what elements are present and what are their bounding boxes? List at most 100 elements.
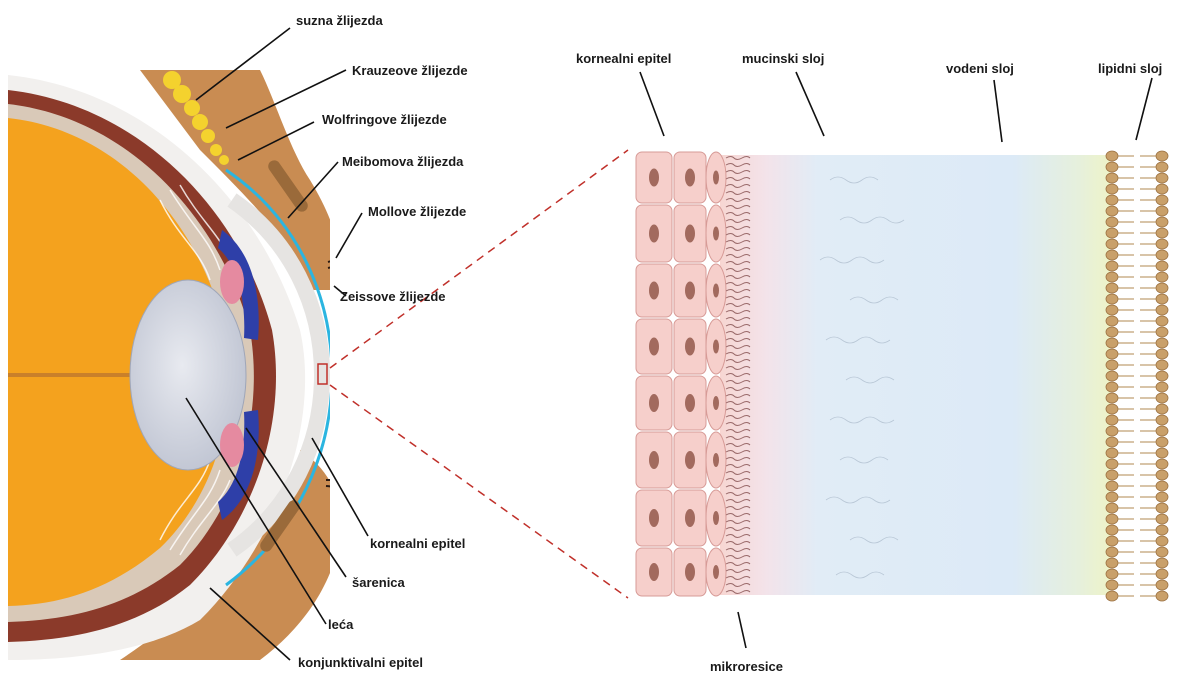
lipid-head — [1106, 459, 1118, 469]
lipid-head — [1156, 525, 1168, 535]
lipid-head — [1106, 426, 1118, 436]
lipid-head — [1156, 481, 1168, 491]
lipid-head — [1106, 470, 1118, 480]
lipid-head — [1156, 415, 1168, 425]
lipid-head — [1156, 360, 1168, 370]
cell-nucleus — [685, 451, 695, 469]
lipid-head — [1156, 173, 1168, 183]
lipid-head — [1106, 195, 1118, 205]
cell-nucleus — [713, 284, 719, 298]
lipid-head — [1106, 151, 1118, 161]
lipid-layer — [1106, 151, 1168, 601]
label-vodeni-sloj: vodeni sloj — [946, 62, 1014, 75]
lipid-head — [1106, 569, 1118, 579]
lipid-head — [1156, 151, 1168, 161]
cell-nucleus — [713, 396, 719, 410]
cell-nucleus — [713, 511, 719, 525]
tear-film-detail — [636, 151, 1168, 601]
lipid-head — [1156, 371, 1168, 381]
lipid-head — [1106, 283, 1118, 293]
cell-nucleus — [685, 563, 695, 581]
cell-nucleus — [649, 169, 659, 187]
label-meibomova-zlijezda: Meibomova žlijezda — [342, 155, 463, 168]
label-zeissove-zlijezde: Zeissove žlijezde — [340, 290, 446, 303]
lipid-head — [1156, 305, 1168, 315]
lipid-head — [1156, 514, 1168, 524]
zoom-guide-top — [330, 150, 628, 368]
label-mikroresice: mikroresice — [710, 660, 783, 673]
lipid-head — [1106, 525, 1118, 535]
cell-nucleus — [685, 394, 695, 412]
lipid-head — [1106, 382, 1118, 392]
lipid-head — [1156, 250, 1168, 260]
ciliary-body-bottom — [220, 423, 244, 467]
lipid-head — [1106, 547, 1118, 557]
cell-nucleus — [713, 453, 719, 467]
lipid-head — [1106, 250, 1118, 260]
lipid-head — [1106, 536, 1118, 546]
label-mucinski-sloj: mucinski sloj — [742, 52, 824, 65]
lipid-head — [1106, 173, 1118, 183]
cell-nucleus — [685, 338, 695, 356]
lipid-head — [1106, 371, 1118, 381]
cell-nucleus — [649, 338, 659, 356]
cell-nucleus — [713, 171, 719, 185]
lipid-head — [1106, 162, 1118, 172]
tear-film-layers — [720, 155, 1110, 595]
lipid-head — [1106, 360, 1118, 370]
cell-nucleus — [685, 225, 695, 243]
lipid-head — [1106, 272, 1118, 282]
lipid-head — [1106, 580, 1118, 590]
lipid-head — [1156, 349, 1168, 359]
lipid-head — [1106, 294, 1118, 304]
lipid-head — [1106, 217, 1118, 227]
cell-nucleus — [649, 394, 659, 412]
lipid-head — [1156, 470, 1168, 480]
lipid-head — [1156, 448, 1168, 458]
lipid-head — [1156, 206, 1168, 216]
cell-nucleus — [649, 451, 659, 469]
epithelial-cells — [636, 152, 726, 596]
lipid-head — [1156, 536, 1168, 546]
lipid-head — [1156, 591, 1168, 601]
lipid-head — [1156, 393, 1168, 403]
label-lipidni-sloj: lipidni sloj — [1098, 62, 1162, 75]
cell-nucleus — [649, 563, 659, 581]
label-leca: leća — [328, 618, 353, 631]
lipid-head — [1106, 503, 1118, 513]
lipid-head — [1156, 580, 1168, 590]
lipid-head — [1106, 404, 1118, 414]
lipid-head — [1106, 206, 1118, 216]
lipid-head — [1156, 569, 1168, 579]
lipid-head — [1106, 481, 1118, 491]
eyelash-top — [328, 257, 412, 275]
lipid-head — [1106, 514, 1118, 524]
cell-nucleus — [685, 169, 695, 187]
label-sarenica: šarenica — [352, 576, 405, 589]
lipid-head — [1106, 591, 1118, 601]
lipid-head — [1106, 316, 1118, 326]
lipid-head — [1106, 437, 1118, 447]
lipid-head — [1156, 426, 1168, 436]
label-wolfringove-zlijezde: Wolfringove žlijezde — [322, 113, 447, 126]
lipid-head — [1156, 459, 1168, 469]
cell-nucleus — [649, 282, 659, 300]
lipid-head — [1156, 382, 1168, 392]
ciliary-body-top — [220, 260, 244, 304]
lipid-head — [1106, 415, 1118, 425]
label-kornealni-epitel-eye: kornealni epitel — [370, 537, 465, 550]
lipid-head — [1156, 272, 1168, 282]
lipid-head — [1156, 338, 1168, 348]
lipid-head — [1156, 327, 1168, 337]
lipid-head — [1156, 492, 1168, 502]
lipid-head — [1106, 261, 1118, 271]
cell-nucleus — [649, 225, 659, 243]
lipid-head — [1106, 228, 1118, 238]
lipid-head — [1106, 393, 1118, 403]
cell-nucleus — [713, 227, 719, 241]
lipid-head — [1156, 294, 1168, 304]
lipid-head — [1156, 195, 1168, 205]
lipid-head — [1156, 239, 1168, 249]
